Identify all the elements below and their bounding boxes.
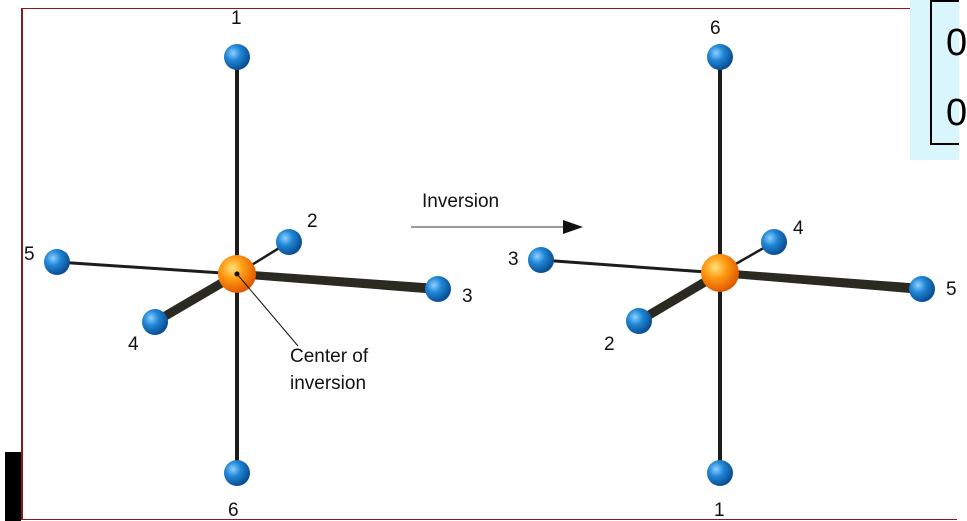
center-atom (701, 254, 739, 292)
ligand-1 (707, 460, 733, 486)
ligand-1 (224, 44, 250, 70)
center-pointer (236, 273, 299, 347)
matrix-bracket-top (930, 0, 959, 2)
label-lower-left: 2 (604, 334, 615, 355)
ligand-3 (528, 247, 554, 273)
ligand-6 (707, 44, 733, 70)
label-top: 1 (231, 8, 242, 29)
center-caption-line2: inversion (290, 373, 366, 394)
arrow-head (563, 220, 583, 234)
center-caption-line1: Center of (290, 346, 369, 367)
label-right: 3 (462, 286, 473, 307)
matrix-entry-row2: 0 (946, 92, 967, 134)
ligand-5 (44, 249, 70, 275)
label-top: 6 (710, 18, 721, 39)
slide-frame (21, 8, 957, 520)
arrow-label: Inversion (422, 191, 499, 212)
ligand-2 (276, 229, 302, 255)
ligand-6 (224, 460, 250, 486)
ligand-4 (142, 309, 168, 335)
right-molecule: 6 4 5 2 3 1 (508, 18, 957, 521)
label-right: 5 (946, 279, 957, 300)
ligand-5 (909, 276, 935, 302)
bond-left (540, 258, 721, 275)
ligand-2 (626, 308, 652, 334)
matrix-bracket (930, 0, 959, 145)
label-upper-right: 4 (793, 218, 804, 239)
ligand-3 (425, 276, 451, 302)
matrix-entry-row1: 0 (946, 22, 967, 64)
label-left: 3 (508, 249, 519, 270)
left-molecule: 1 2 3 4 5 6 Center of inversion (24, 8, 473, 521)
label-bottom: 6 (228, 500, 239, 521)
black-bar (5, 452, 21, 521)
label-left: 5 (24, 244, 35, 265)
label-upper-right: 2 (307, 211, 318, 232)
bond-right (237, 270, 438, 294)
label-bottom: 1 (714, 500, 725, 521)
inversion-arrow: Inversion (411, 191, 583, 234)
bond-right (720, 269, 922, 294)
ligand-4 (761, 229, 787, 255)
bond-left (56, 260, 238, 276)
label-lower-left: 4 (128, 334, 139, 355)
matrix-panel (910, 0, 959, 160)
